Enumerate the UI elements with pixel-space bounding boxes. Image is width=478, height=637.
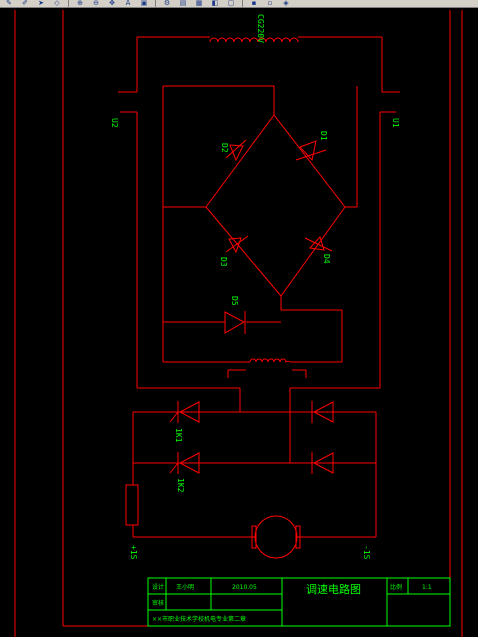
bridge-diamond <box>205 114 346 297</box>
title-drawing-name: 调速电路图 <box>306 583 361 596</box>
image-icon[interactable]: ▣ <box>140 0 148 7</box>
layer-manager-icon[interactable]: ◈ <box>283 0 289 7</box>
text-icon[interactable]: A <box>125 0 131 7</box>
label-d3: D3 <box>219 257 228 267</box>
title-ratio-label: 比例 <box>390 583 402 591</box>
arrow-icon[interactable]: ➤ <box>38 0 44 7</box>
pan-icon[interactable]: ✥ <box>109 0 115 7</box>
cad-toolbar: ✎ ✐ ➤ ◇ ⊕ ⊖ ✥ A ▣ ⚙ ▤ ▦ ◧ ▢ ▪ ▫ ◈ <box>0 0 478 8</box>
zoom-out-icon[interactable]: ⊖ <box>93 0 99 7</box>
motor <box>251 515 301 559</box>
thyristor-right-top <box>311 401 334 423</box>
resistor <box>125 484 139 526</box>
label-s-plus: +1S <box>129 545 138 560</box>
title-ratio-value: 1:1 <box>422 584 432 591</box>
label-1k2: 1K2 <box>176 478 185 493</box>
label-d5: D5 <box>230 296 239 306</box>
label-1k1: 1K1 <box>174 428 183 443</box>
print-icon[interactable]: ▫ <box>267 0 273 7</box>
title-check-label: 审核 <box>152 599 164 607</box>
diode-d5 <box>224 311 246 334</box>
diode-d4 <box>304 236 333 252</box>
label-d4: D4 <box>322 254 331 264</box>
drawing-frame <box>14 10 463 637</box>
title-design-name: 王小明 <box>176 583 194 591</box>
settings-icon[interactable]: ⚙ <box>163 0 171 7</box>
label-u2: U2 <box>110 118 119 128</box>
transformer-secondary <box>137 358 380 412</box>
color-icon[interactable]: ◧ <box>211 0 219 7</box>
diode-d2 <box>225 139 247 162</box>
label-transformer: CG220V <box>256 14 265 43</box>
layers-icon[interactable]: ▤ <box>179 0 187 7</box>
thyristor-1k1 <box>169 401 200 423</box>
diode-d3 <box>225 235 249 254</box>
transformer-primary-coil <box>209 37 259 43</box>
eraser-icon[interactable]: ◇ <box>54 0 60 7</box>
thyristor-section <box>132 411 377 538</box>
select-icon[interactable]: ▢ <box>227 0 235 7</box>
thyristor-1k2 <box>169 452 200 474</box>
label-d1: D1 <box>319 131 328 141</box>
toolbar-separator <box>155 0 156 7</box>
label-d2: D2 <box>220 143 229 153</box>
grid-icon[interactable]: ▦ <box>195 0 203 7</box>
toolbar-separator <box>242 0 243 7</box>
title-date: 2010.05 <box>232 584 257 591</box>
label-s-minus: -1S <box>362 545 371 560</box>
save-icon[interactable]: ▪ <box>251 0 257 7</box>
transformer-primary-coil-b <box>257 37 299 43</box>
label-u1: U1 <box>391 118 400 128</box>
pencil-icon[interactable]: ✎ <box>6 0 12 7</box>
circuit-canvas: CG220V U2 U1 D1 D2 D3 D4 D5 1K1 1K2 +1S … <box>14 10 463 637</box>
title-school: ××市职业技术学校机电专业第二章 <box>152 615 246 623</box>
thyristor-right-bottom <box>311 452 334 474</box>
title-block <box>147 577 451 627</box>
title-design-label: 设计 <box>152 583 164 591</box>
diode-d1 <box>295 140 327 162</box>
brush-icon[interactable]: ✐ <box>22 0 28 7</box>
toolbar-separator <box>68 0 69 7</box>
zoom-in-icon[interactable]: ⊕ <box>77 0 83 7</box>
bridge-frame <box>162 85 358 363</box>
transformer-primary <box>118 36 400 388</box>
